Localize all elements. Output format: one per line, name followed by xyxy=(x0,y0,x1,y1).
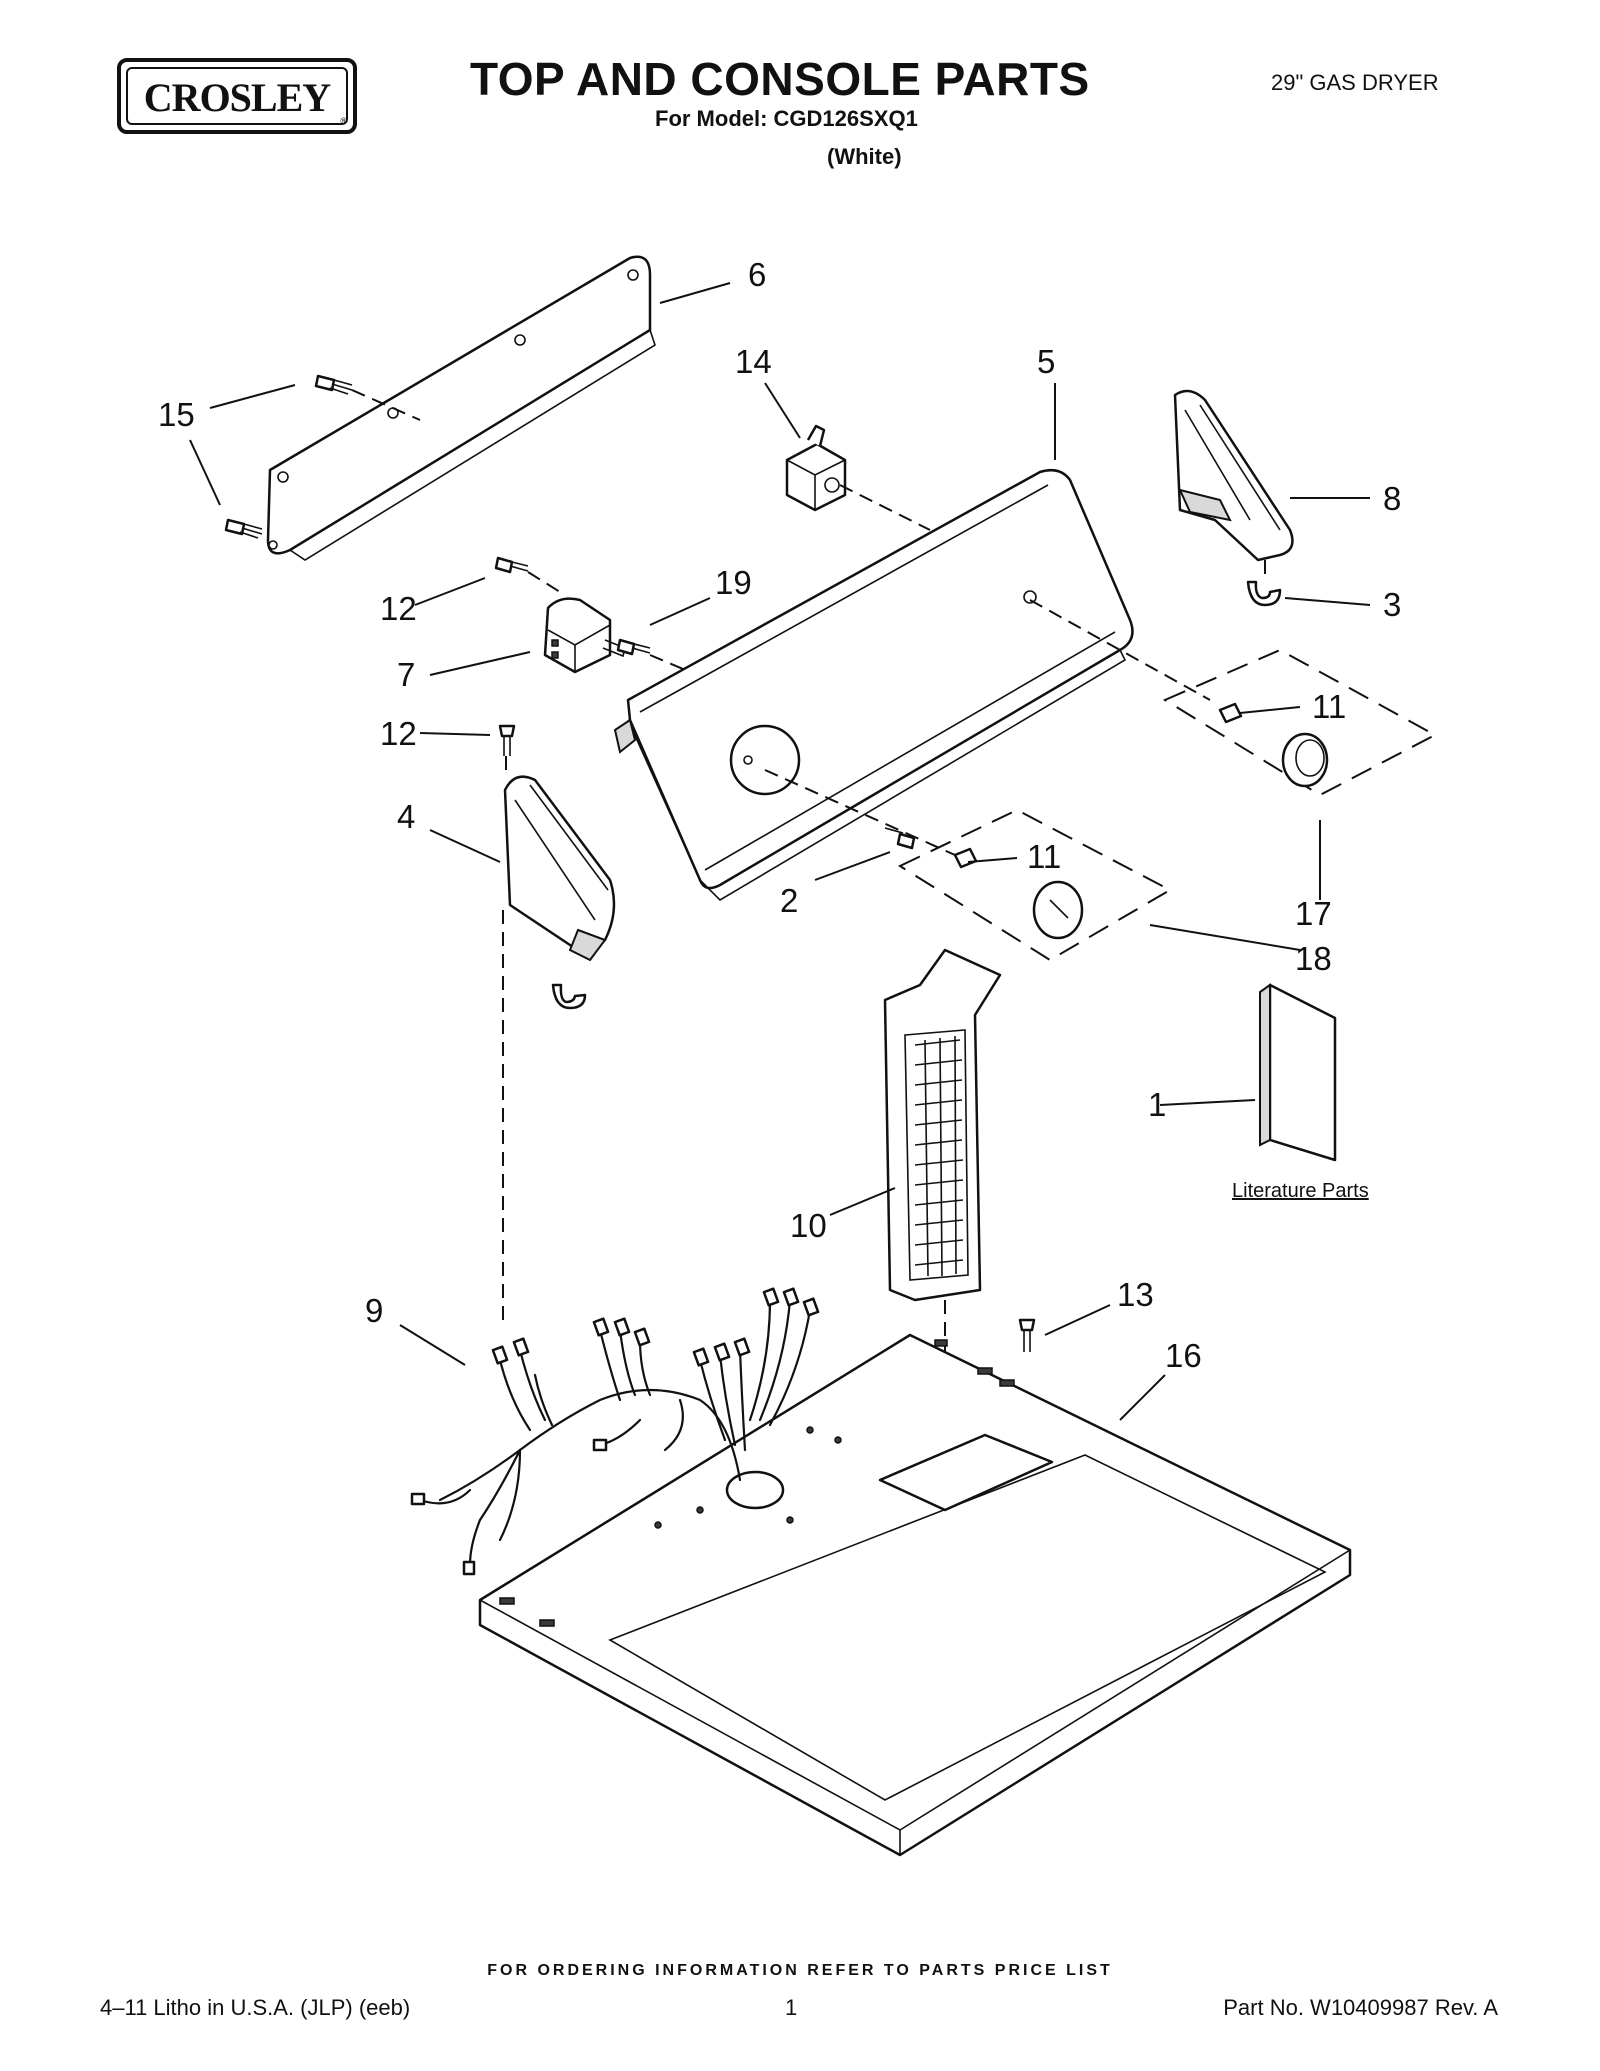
callout-11-upper: 11 xyxy=(1312,688,1346,725)
callout-18: 18 xyxy=(1295,940,1332,977)
color-line: (White) xyxy=(827,144,902,169)
callout-4: 4 xyxy=(397,798,415,835)
callout-10: 10 xyxy=(790,1207,827,1244)
page-number: 1 xyxy=(785,1995,798,2020)
part-8-end-cap xyxy=(1173,389,1294,562)
ordering-note: FOR ORDERING INFORMATION REFER TO PARTS … xyxy=(487,1962,1113,1979)
callout-12-lower: 12 xyxy=(380,715,417,752)
part-5-console xyxy=(613,469,1211,902)
part-17-knob-group xyxy=(1162,648,1438,797)
callout-13: 13 xyxy=(1117,1276,1154,1313)
part-14-switch xyxy=(785,424,931,531)
callout-9: 9 xyxy=(365,1292,383,1329)
part-2-screw xyxy=(884,827,916,850)
callout-3: 3 xyxy=(1383,586,1401,623)
part-10-lint-screen xyxy=(883,948,1002,1460)
callout-2: 2 xyxy=(780,882,798,919)
callout-8: 8 xyxy=(1383,480,1401,517)
callout-19: 19 xyxy=(715,564,752,601)
literature-parts-label: Literature Parts xyxy=(1232,1180,1369,1202)
part-16-top-panel xyxy=(478,1333,1352,1857)
leader-lines xyxy=(189,282,1371,1421)
callout-17: 17 xyxy=(1295,895,1332,932)
callout-7: 7 xyxy=(397,656,415,693)
logo-text: CROSLEY xyxy=(126,67,348,125)
part-15-screws xyxy=(224,374,421,539)
part-13-screw xyxy=(1018,1318,1036,1352)
part-12-screw-upper xyxy=(494,556,561,593)
part-number: Part No. W10409987 Rev. A xyxy=(1223,1995,1498,2020)
part-4-end-cap xyxy=(502,775,616,1320)
litho-info: 4–11 Litho in U.S.A. (JLP) (eeb) xyxy=(100,1995,411,2020)
callout-16: 16 xyxy=(1165,1337,1202,1374)
part-3-clip xyxy=(1246,560,1282,607)
callout-11-lower: 11 xyxy=(1027,838,1061,875)
part-7-timer xyxy=(543,597,626,674)
page-title: TOP AND CONSOLE PARTS xyxy=(470,53,1090,105)
part-19-screw xyxy=(616,638,691,673)
registered-mark: ® xyxy=(340,116,347,126)
part-12-screw-lower xyxy=(498,724,516,772)
exploded-parts-diagram: Literature Parts xyxy=(158,255,1438,1857)
callout-6: 6 xyxy=(748,256,766,293)
callout-1: 1 xyxy=(1148,1086,1166,1123)
part-1-literature xyxy=(1259,983,1337,1162)
crosley-logo: CROSLEY ® xyxy=(117,58,357,134)
product-type: 29" GAS DRYER xyxy=(1271,70,1439,95)
model-line: For Model: CGD126SXQ1 xyxy=(655,106,918,131)
part-6-bracket xyxy=(266,255,656,561)
callout-15: 15 xyxy=(158,396,195,433)
part-9-wire-harness xyxy=(410,1287,820,1576)
part-18-knob-group xyxy=(897,808,1173,962)
callout-5: 5 xyxy=(1037,343,1055,380)
callout-12-upper: 12 xyxy=(380,590,417,627)
callout-14: 14 xyxy=(735,343,772,380)
